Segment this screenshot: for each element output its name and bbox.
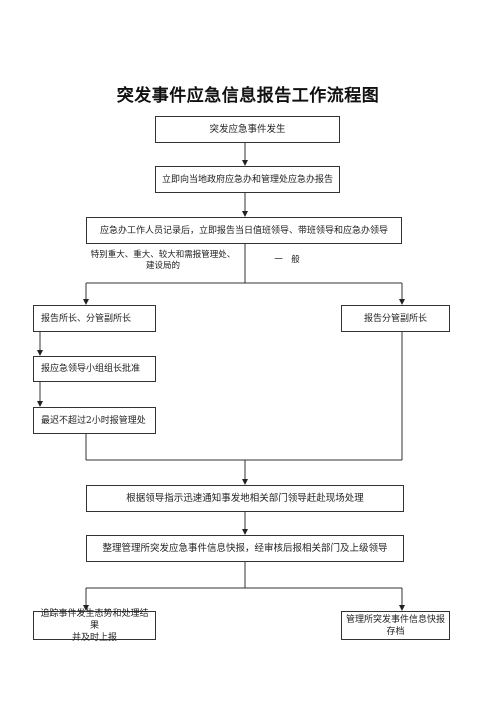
box-record-text: 应急办工作人员记录后，立即报告当日值班领导、带班领导和应急办领导 [99,225,388,236]
box-report-chief: 报告所长、分管副所长 [33,305,156,332]
box-archive: 管理所突发事件信息快报 存档 [341,611,450,640]
box-report-deputy: 报告分管副所长 [341,305,450,332]
box-track: 追踪事件发生态势和处理结果 并及时上报 [33,608,156,643]
branch-label-severe-line1: 特别重大、重大、较大和需报管理处、 [90,250,236,260]
box-within-2h-text: 最迟不超过2小时报管理处 [41,415,146,426]
box-report-chief-text: 报告所长、分管副所长 [41,313,132,324]
box-within-2h: 最迟不超过2小时报管理处 [33,407,156,434]
box-notify: 根据领导指示迅速通知事发地相关部门领导赶赴现场处理 [86,485,404,512]
branch-label-general-text: 一 般 [274,255,300,265]
box-approve: 报应急领导小组组长批准 [33,356,156,382]
box-incident: 突发应急事件发生 [155,116,340,143]
box-archive-line2: 存档 [386,626,405,637]
box-compile: 整理管理所突发应急事件信息快报，经审核后报相关部门及上级领导 [86,535,404,562]
branch-label-general: 一 般 [262,255,312,266]
box-archive-line1: 管理所突发事件信息快报 [346,614,446,625]
box-incident-text: 突发应急事件发生 [209,123,286,135]
box-report-deputy-text: 报告分管副所长 [363,313,427,324]
box-approve-text: 报应急领导小组组长批准 [41,364,141,374]
box-track-line1: 追踪事件发生态势和处理结果 [40,608,149,631]
box-report-gov: 立即向当地政府应急办和管理处应急办报告 [155,166,340,193]
box-record: 应急办工作人员记录后，立即报告当日值班领导、带班领导和应急办领导 [86,217,402,244]
branch-label-severe: 特别重大、重大、较大和需报管理处、 建设局的 [88,250,238,272]
page-title: 突发事件应急信息报告工作流程图 [116,86,380,106]
box-track-line2: 并及时上报 [71,632,117,643]
branch-label-severe-line2: 建设局的 [145,261,180,271]
box-report-gov-text: 立即向当地政府应急办和管理处应急办报告 [161,174,333,185]
box-compile-text: 整理管理所突发应急事件信息快报，经审核后报相关部门及上级领导 [102,542,388,554]
box-notify-text: 根据领导指示迅速通知事发地相关部门领导赶赴现场处理 [126,492,364,504]
